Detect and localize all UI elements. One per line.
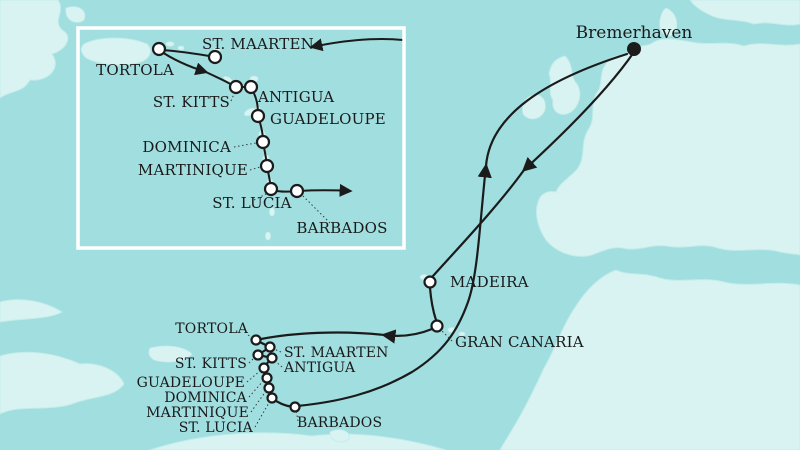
port-marker-madeira [423,275,437,289]
port-label-dominica: DOMINICA [164,390,247,406]
inset-port-label-martinique: MARTINIQUE [138,161,248,179]
port-label-bremerhaven: Bremerhaven [576,23,693,43]
port-label-martinique: MARTINIQUE [146,405,249,421]
inset-ocean [78,28,404,248]
port-label-antigua: ANTIGUA [283,360,356,376]
inset-port-labels: ST. MAARTEN TORTOLA ST. KITTS ANTIGUA GU… [96,35,387,237]
port-label-st-kitts: ST. KITTS [175,356,247,372]
inset-port-marker-st-kitts [228,79,244,95]
inset-port-label-barbados: BARBADOS [296,219,387,237]
port-marker-st-lucia [266,392,278,404]
landmass-hispaniola [0,351,125,415]
port-marker-bremerhaven [627,42,641,56]
port-marker-guadeloupe [258,362,270,374]
inset-port-label-dominica: DOMINICA [142,138,231,156]
inset-port-label-st-maarten: ST. MAARTEN [202,35,314,53]
inset-port-markers [151,41,305,199]
inset-port-marker-martinique [259,158,275,174]
inset-landmass-puerto-rico [80,37,151,66]
inset-leader-martinique [249,166,261,171]
leader-guadeloupe [246,369,262,383]
landmass-cuba [0,299,63,323]
leader-tortola [247,334,254,339]
inset-port-label-guadeloupe: GUADELOUPE [270,110,386,128]
landmass-africa [499,269,800,450]
route-madeira-grancanaria [428,286,438,322]
landmass-puerto-rico [148,345,193,363]
port-label-st-lucia: ST. LUCIA [179,420,254,436]
inset-leader-st-kitts [230,93,235,102]
route-return-atlantic-2 [484,52,629,168]
leader-barbados [295,409,299,422]
inset-leader-st-lucia [253,192,269,201]
inset-port-marker-dominica [255,134,271,150]
inset-route-exit [297,183,353,197]
inset-landmass-virgin-island-1 [165,41,175,47]
main-leader-lines [246,330,453,428]
port-marker-barbados [289,401,301,413]
main-port-markers [250,42,641,413]
port-marker-dominica [261,372,273,384]
port-label-madeira: MADEIRA [450,273,529,291]
inset-leader-lines [230,93,331,224]
port-label-gran-canaria: GRAN CANARIA [455,333,584,351]
inset-port-marker-barbados [289,183,305,199]
port-marker-gran-canaria [430,319,444,333]
inset-port-label-antigua: ANTIGUA [257,88,334,106]
landmass-canary-island-2 [458,331,466,337]
port-marker-st-kitts [252,349,264,361]
landmass-island-small [65,6,86,23]
main-route [254,50,636,409]
inset-landmass-st-vincent [268,207,275,217]
inset-route-entry [309,38,404,52]
landmass-denmark [659,7,678,37]
leader-st-lucia [254,400,271,428]
inset-port-marker-st-lucia [263,181,279,197]
landmass-britain [548,55,581,115]
route-bremerhaven-south-2 [431,168,526,278]
inset-map: ST. MAARTEN TORTOLA ST. KITTS ANTIGUA GU… [76,26,406,250]
inset-port-label-st-kitts: ST. KITTS [153,93,230,111]
port-marker-antigua [266,352,278,364]
route-grancanaria-westbound-2 [259,331,386,341]
inset-landmass-grenada [264,231,271,241]
inset-port-marker-antigua [243,79,259,95]
port-label-tortola: TORTOLA [175,321,248,337]
leader-st-maarten [273,348,282,353]
port-label-guadeloupe: GUADELOUPE [137,375,245,391]
landmass-trinidad [329,429,350,443]
route-return-atlantic-1 [295,163,492,408]
port-marker-tortola [250,334,262,346]
inset-port-marker-guadeloupe [250,108,266,124]
leader-antigua [274,360,283,368]
port-label-st-maarten: ST. MAARTEN [284,345,389,361]
inset-border [76,26,406,250]
landmass-south-america [149,432,447,450]
main-port-labels: Bremerhaven MADEIRA GRAN CANARIA TORTOLA… [137,23,693,436]
route-grancanaria-westbound-1 [381,327,434,344]
landmass-scandinavia [689,0,800,26]
leader-martinique [250,390,267,413]
inset-port-marker-st-maarten [207,49,223,65]
port-label-barbados: BARBADOS [297,415,382,431]
inset-port-label-tortola: TORTOLA [96,61,174,79]
route-bremerhaven-south-1 [521,50,636,172]
leader-st-kitts [248,356,256,364]
port-marker-st-maarten [264,341,276,353]
landmass-north-america [0,0,69,99]
inset-port-marker-tortola [151,41,167,57]
port-marker-martinique [263,382,275,394]
inset-landmass-virgin-island-2 [177,45,185,51]
inset-port-label-st-lucia: ST. LUCIA [212,194,291,212]
